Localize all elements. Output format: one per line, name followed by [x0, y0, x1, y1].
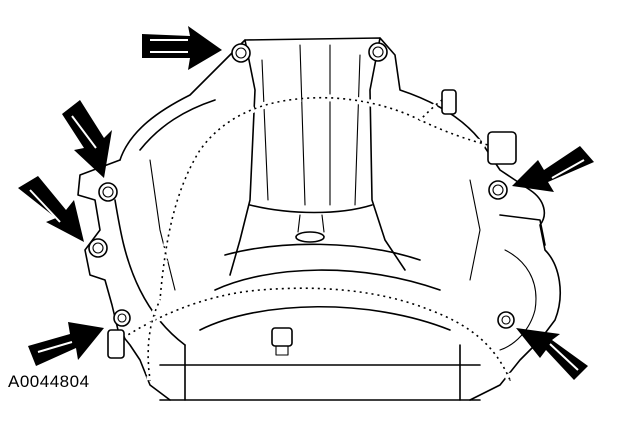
- arrow-left-middle: [18, 176, 84, 242]
- bolt-top-left: [231, 43, 251, 63]
- bolt-right-upper: [488, 180, 508, 200]
- callout-arrows: [18, 26, 594, 380]
- bolt-left-lower: [113, 309, 131, 327]
- bolt-left-upper: [98, 182, 118, 202]
- arrow-right-upper: [512, 146, 594, 192]
- bolts: [88, 42, 515, 329]
- bolt-right-lower: [497, 311, 515, 329]
- figure-id-label: A0044804: [8, 372, 90, 391]
- wiring-harness: [107, 89, 517, 382]
- arrow-right-lower: [516, 328, 588, 380]
- bolt-left-middle: [88, 238, 108, 258]
- arrow-left-upper: [62, 100, 112, 178]
- arrow-left-lower: [28, 322, 104, 366]
- arrow-top-left: [142, 26, 222, 70]
- transmission-case: [159, 37, 481, 401]
- bolt-top-right: [368, 42, 388, 62]
